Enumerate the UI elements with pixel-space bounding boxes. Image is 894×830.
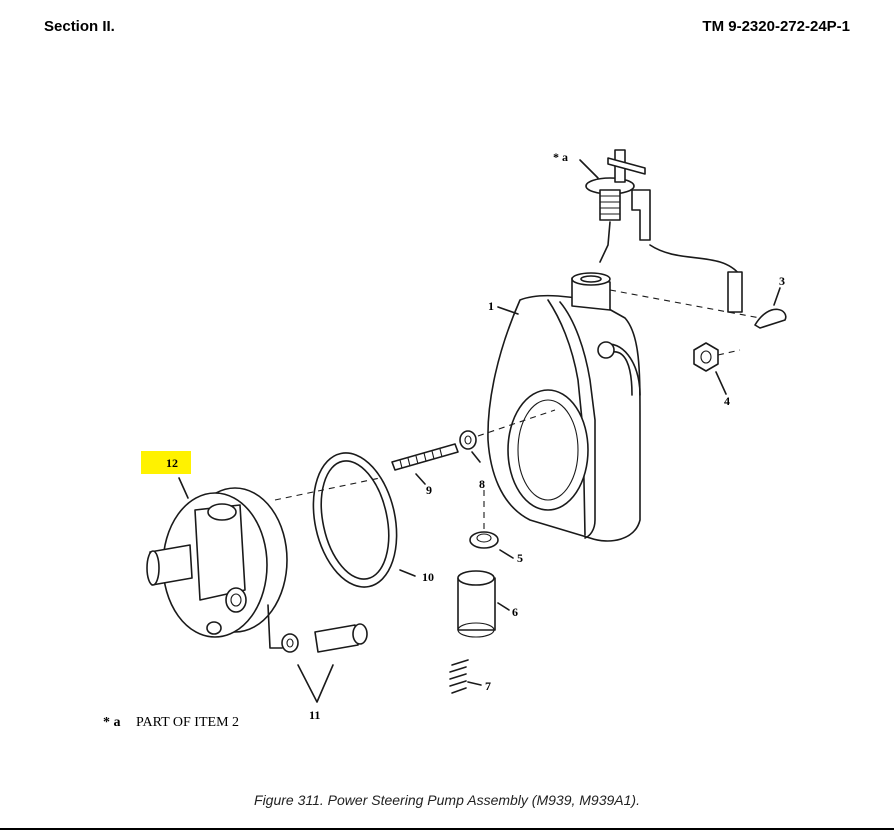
section-heading: Section II. [44,18,115,35]
leader-lines [178,159,781,703]
fitting-parts [449,490,499,694]
callout-item-10: 10 [422,570,434,584]
callout-item-5: 5 [517,551,523,565]
callout-item-4: 4 [724,394,730,408]
footnote-text: PART OF ITEM 2 [136,715,239,730]
callout-item-7: 7 [485,679,491,693]
callout-item-a: * a [553,150,568,164]
callout-item-8: 8 [479,477,485,491]
clamp-part [609,271,787,329]
exploded-view-diagram: 1 3 4 8 9 10 5 6 7 11 12 * a * a PART OF… [103,149,787,730]
page-bottom-rule [0,828,894,830]
callout-item-3: 3 [779,274,785,288]
seal-ring-part [312,452,398,588]
tm-number: TM 9-2320-272-24P-1 [702,18,850,35]
reservoir-part [487,272,641,542]
callout-item-11: 11 [309,708,320,722]
fitting-washer-part [267,604,368,653]
callout-item-12: 12 [166,456,178,470]
nut-part [693,342,741,372]
footnote-marker: * a [103,715,121,730]
figure-caption: Figure 311. Power Steering Pump Assembly… [254,792,640,808]
callout-item-1: 1 [488,299,494,313]
item-12-highlight [141,451,191,474]
callout-item-6: 6 [512,605,518,619]
dipstick-cap-part [585,149,741,276]
callout-item-9: 9 [426,483,432,497]
pump-part [146,477,381,638]
stud-part [391,409,556,471]
